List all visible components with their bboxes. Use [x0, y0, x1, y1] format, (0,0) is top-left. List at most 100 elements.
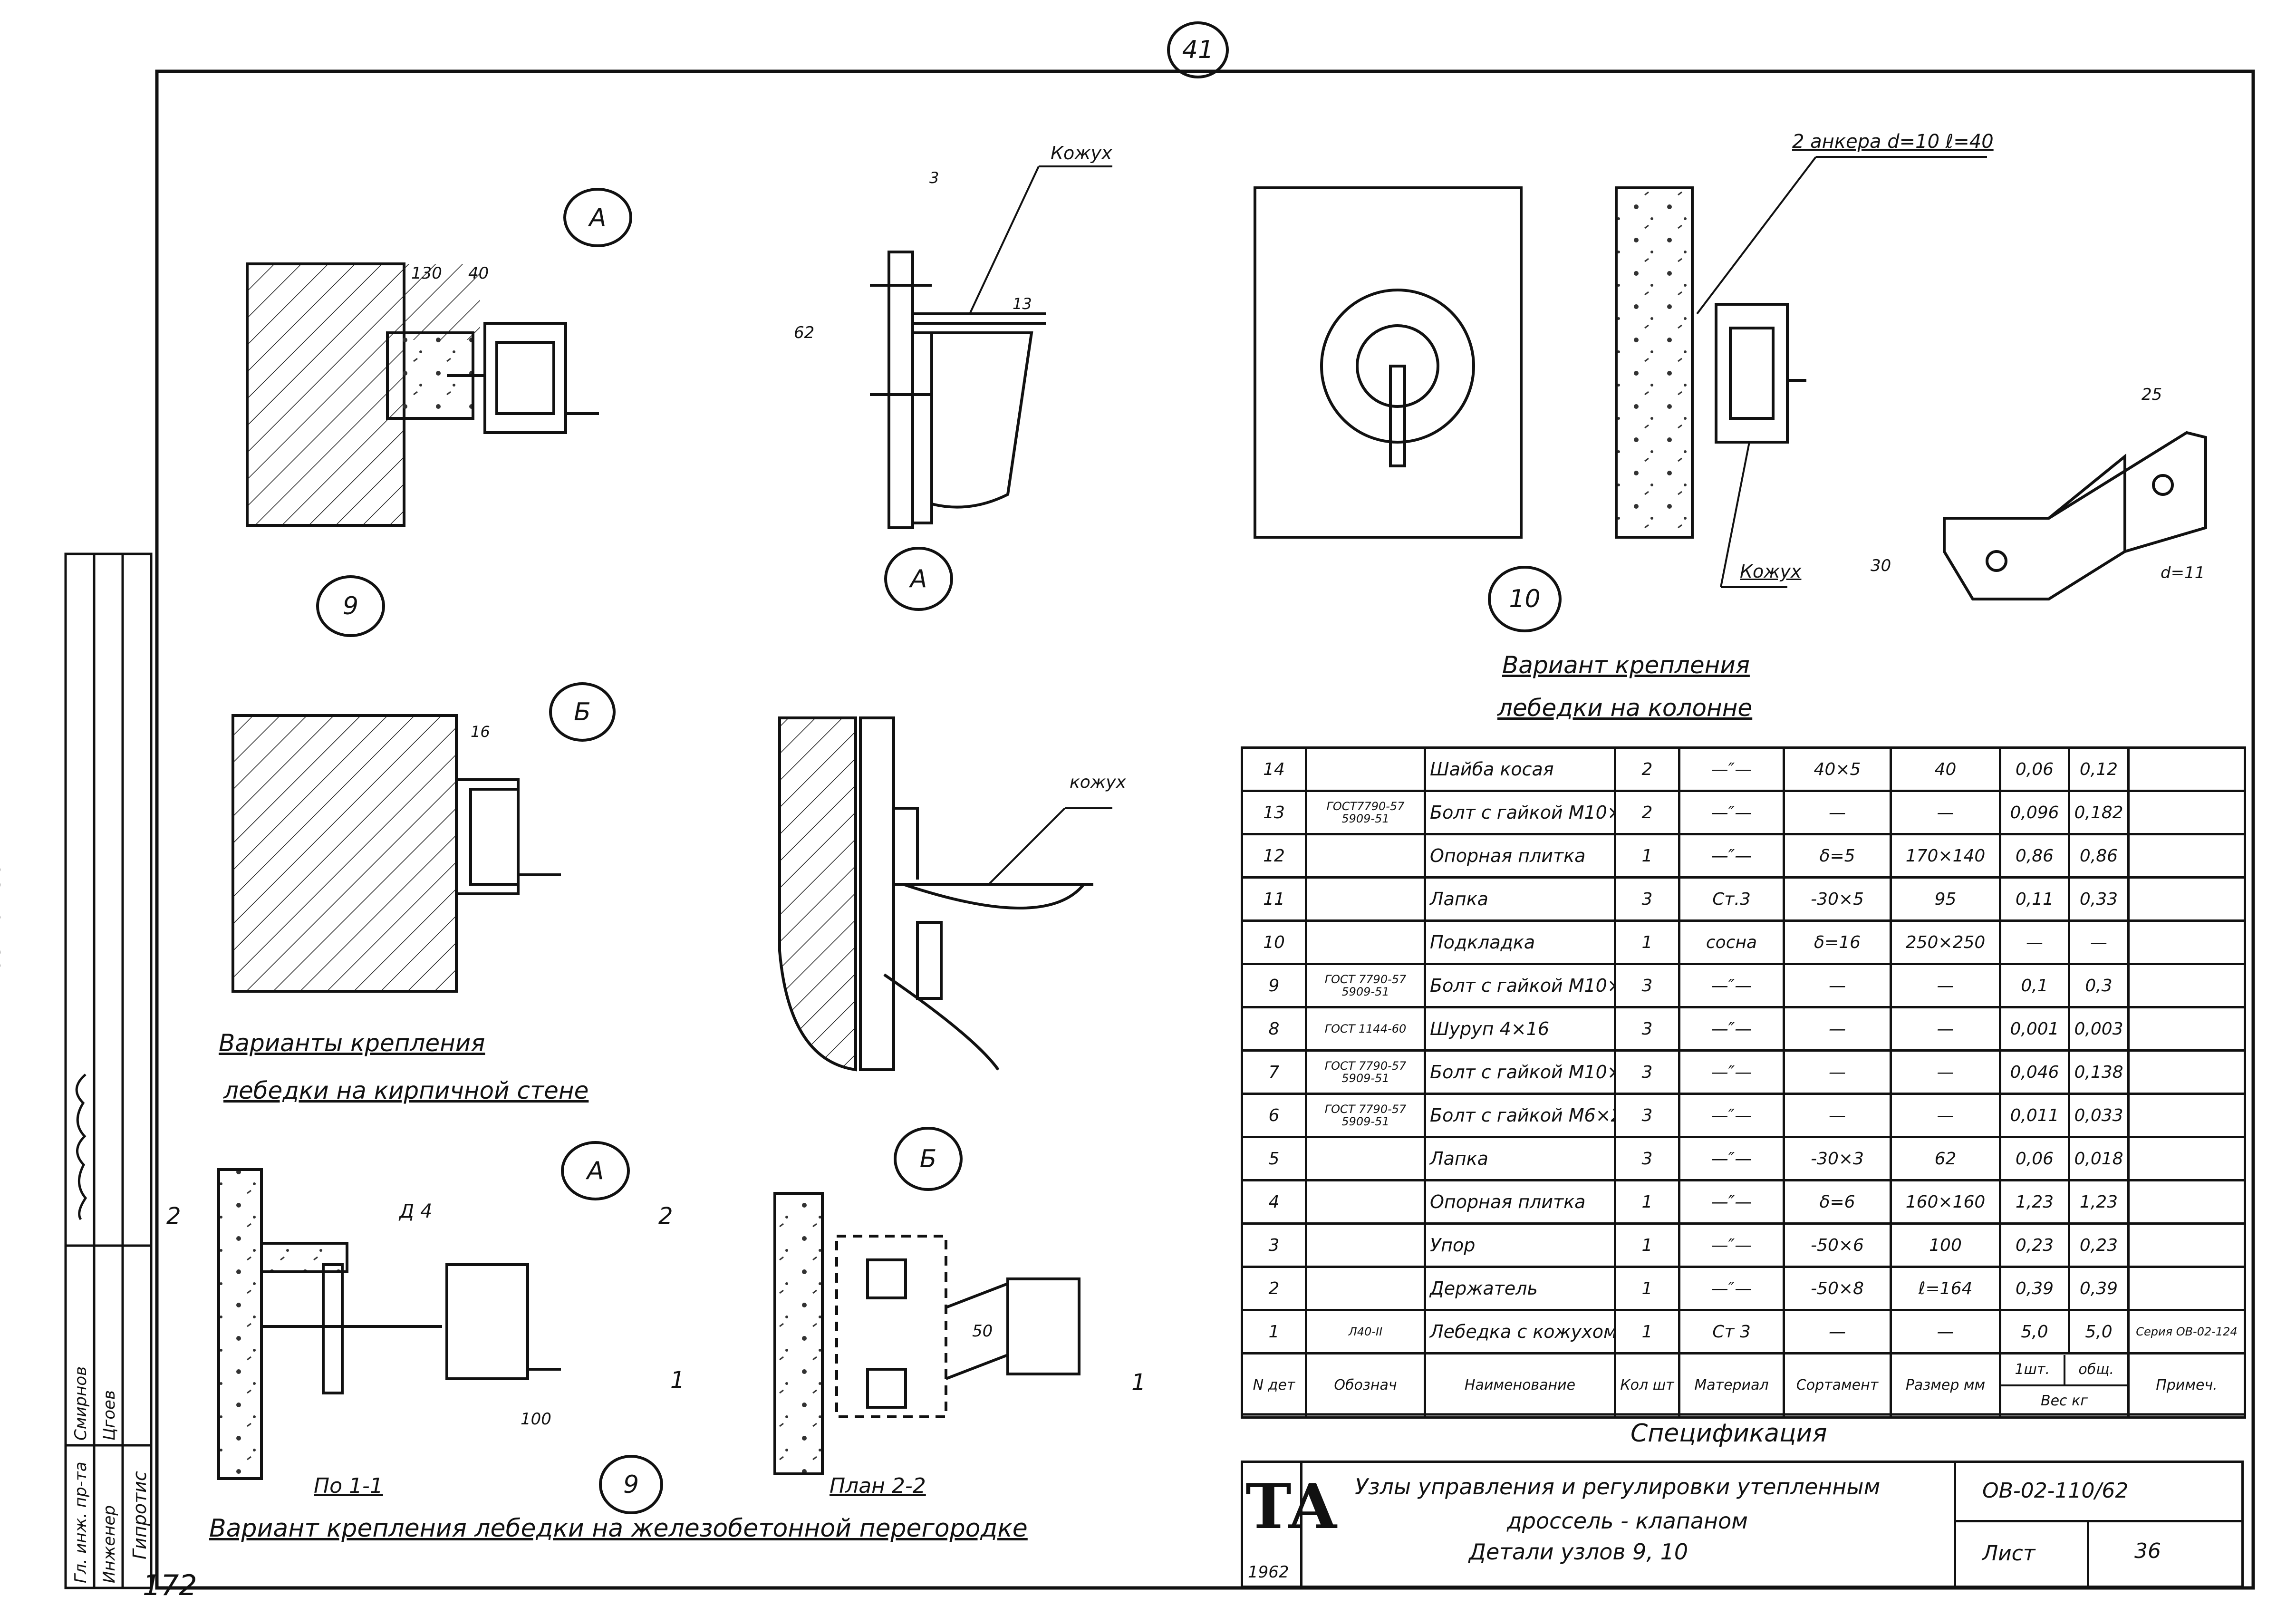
row-std: ГОСТ 1144-60	[1305, 1006, 1426, 1052]
dim-50: 50	[972, 1322, 993, 1341]
row-weight-total: 0,86	[2068, 833, 2130, 879]
column-caption-line2: лебедки на колонне	[1497, 694, 1753, 722]
row-qty: 2	[1614, 746, 1680, 792]
row-num: 5	[1241, 1136, 1307, 1181]
row-name: Лапка	[1424, 876, 1616, 922]
hdr-weight-total: общ.	[2078, 1361, 2114, 1378]
row-qty: 3	[1614, 963, 1680, 1008]
row-size: 62	[1890, 1136, 2001, 1181]
kozhukh-label-3: Кожух	[1740, 561, 1802, 582]
row-name: Шуруп 4×16	[1424, 1006, 1616, 1052]
dim-25: 25	[2142, 385, 2162, 404]
row-section: —	[1783, 1006, 1892, 1052]
row-name: Болт с гайкой М10×25	[1424, 1049, 1616, 1095]
row-std	[1305, 1222, 1426, 1268]
stamp-org: Гипротис	[129, 1471, 150, 1559]
row-num: 10	[1241, 919, 1307, 965]
row-weight-total: 0,033	[2068, 1093, 2130, 1138]
row-num: 9	[1241, 963, 1307, 1008]
page-number: 41	[1167, 21, 1229, 78]
row-name: Лапка	[1424, 1136, 1616, 1181]
row-section: -30×3	[1783, 1136, 1892, 1181]
title-sheet-label: Лист	[1982, 1541, 2036, 1566]
row-qty: 3	[1614, 1006, 1680, 1052]
row-size: 170×140	[1890, 833, 2001, 879]
row-section: —	[1783, 790, 1892, 835]
title-block: ТА 1962 Узлы управления и регулировки ут…	[1241, 1461, 2244, 1588]
row-weight-total: 0,3	[2068, 963, 2130, 1008]
row-section: -30×5	[1783, 876, 1892, 922]
row-std	[1305, 1266, 1426, 1311]
section-mark-2-right: 2	[658, 1203, 673, 1229]
hdr-designation: Обознач	[1305, 1352, 1426, 1419]
callout-10: 10	[1488, 566, 1562, 632]
row-note	[2127, 876, 2246, 922]
row-num: 11	[1241, 876, 1307, 922]
row-weight-unit: 0,046	[1999, 1049, 2070, 1095]
row-name: Держатель	[1424, 1266, 1616, 1311]
hdr-weight: 1шт. общ. Вес кг	[1999, 1352, 2130, 1419]
row-weight-total: 0,33	[2068, 876, 2130, 922]
kozhukh-label-1: Кожух	[1051, 143, 1112, 164]
row-name: Упор	[1424, 1222, 1616, 1268]
row-note	[2127, 1136, 2246, 1181]
row-weight-total: 0,018	[2068, 1136, 2130, 1181]
spec-title: Спецификация	[1630, 1419, 1827, 1448]
node-b-detail	[778, 716, 1093, 1072]
row-weight-unit: 0,86	[1999, 833, 2070, 879]
row-weight-unit: 0,1	[1999, 963, 2070, 1008]
row-size: 250×250	[1890, 919, 2001, 965]
row-section: —	[1783, 1309, 1892, 1354]
hdr-material: Материал	[1678, 1352, 1785, 1419]
row-name: Опорная плитка	[1424, 1179, 1616, 1225]
row-weight-total: 0,003	[2068, 1006, 2130, 1052]
title-year: 1962	[1248, 1563, 1289, 1582]
row-size: 95	[1890, 876, 2001, 922]
row-size: ℓ=164	[1890, 1266, 2001, 1311]
d4-label: Д 4	[399, 1200, 433, 1222]
row-size: 40	[1890, 746, 2001, 792]
side-stamp-frame	[64, 552, 153, 1589]
row-size: 160×160	[1890, 1179, 2001, 1225]
row-qty: 3	[1614, 876, 1680, 922]
row-material: сосна	[1678, 919, 1785, 965]
title-line3: Детали узлов 9, 10	[1469, 1539, 1688, 1565]
title-sheet-cell	[1954, 1520, 2244, 1588]
row-material: —″—	[1678, 1222, 1785, 1268]
row-section: —	[1783, 1093, 1892, 1138]
row-material: —″—	[1678, 963, 1785, 1008]
row-qty: 1	[1614, 1266, 1680, 1311]
node-a-detail	[870, 251, 1046, 529]
row-num: 4	[1241, 1179, 1307, 1225]
anchor-note: 2 анкера d=10 ℓ=40	[1792, 131, 1994, 153]
sheet-frame	[155, 69, 2255, 1590]
row-material: —″—	[1678, 1266, 1785, 1311]
row-section: 40×5	[1783, 746, 1892, 792]
row-size: —	[1890, 963, 2001, 1008]
row-weight-unit: 0,39	[1999, 1266, 2070, 1311]
row-qty: 1	[1614, 1309, 1680, 1354]
row-material: —″—	[1678, 746, 1785, 792]
row-material: Ст.3	[1678, 876, 1785, 922]
plan-label-2-2: План 2-2	[830, 1474, 926, 1498]
row-note	[2127, 1049, 2246, 1095]
plan-2-2	[773, 1192, 1080, 1475]
leader-lines	[969, 156, 1987, 885]
row-note	[2127, 790, 2246, 835]
stamp-role1: Гл. инж. пр-та	[71, 1461, 90, 1583]
hdr-section: Сортамент	[1783, 1352, 1892, 1419]
row-num: 1	[1241, 1309, 1307, 1354]
row-std: ГОСТ 7790-57 5909-51	[1305, 1093, 1426, 1138]
hdr-weight-caption: Вес кг	[2041, 1393, 2088, 1409]
row-material: Ст 3	[1678, 1309, 1785, 1354]
row-material: —″—	[1678, 833, 1785, 879]
row-weight-total: 0,138	[2068, 1049, 2130, 1095]
row-weight-unit: 0,011	[1999, 1093, 2070, 1138]
callout-9-top: 9	[316, 575, 385, 637]
callout-a-top: А	[563, 188, 632, 247]
row-weight-total: —	[2068, 919, 2130, 965]
section-label-1-1: По 1-1	[314, 1474, 383, 1498]
